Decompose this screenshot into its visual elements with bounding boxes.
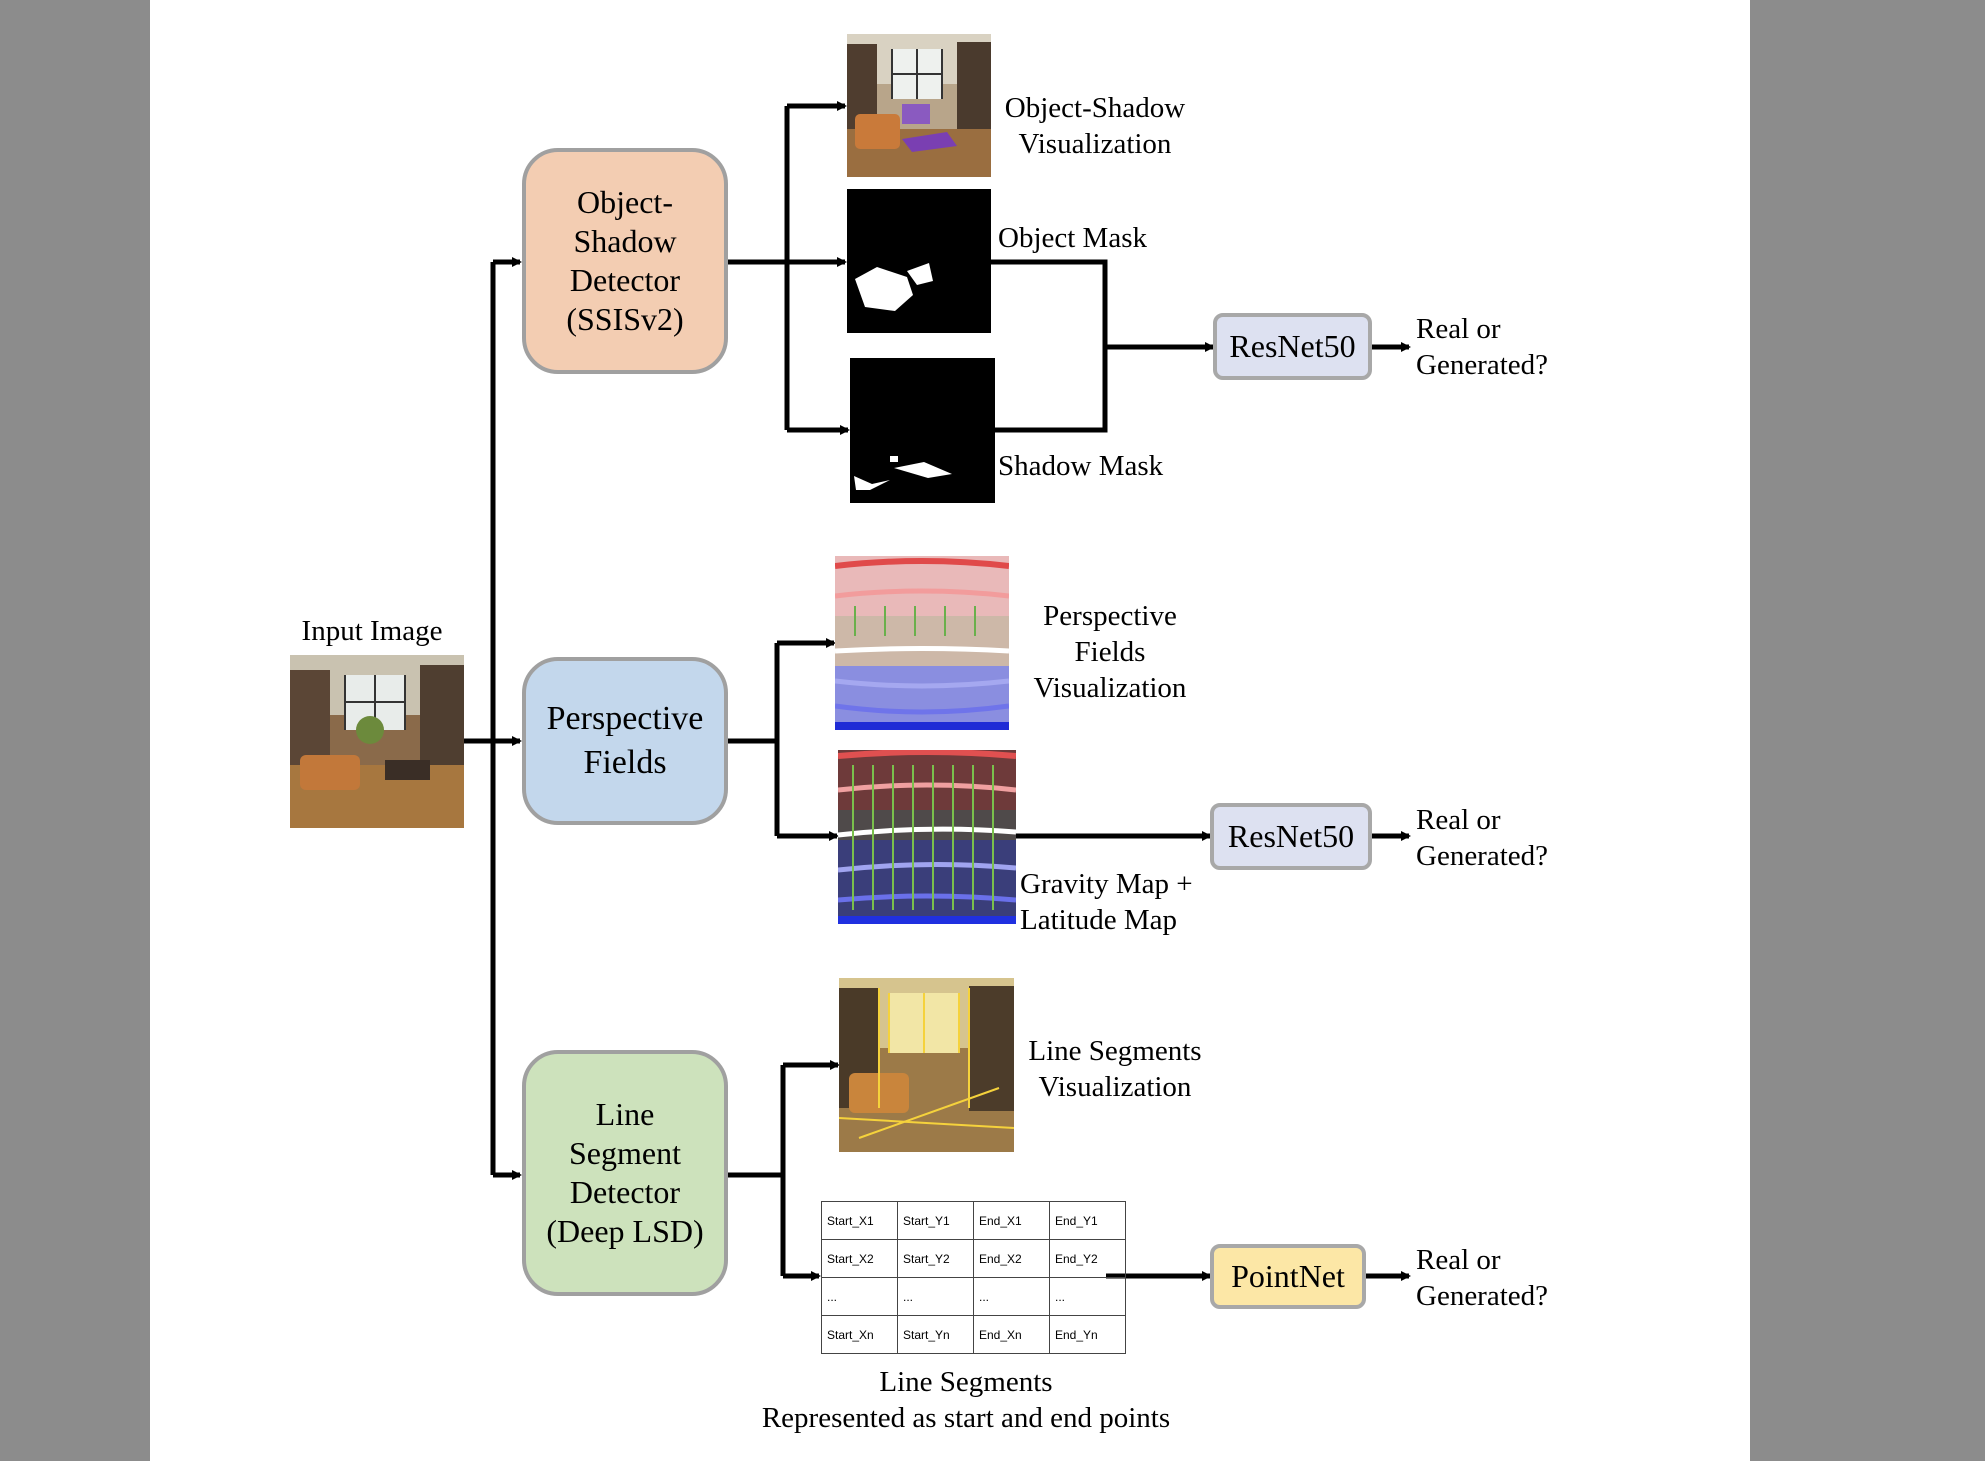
resnet50-label: ResNet50 — [1229, 328, 1356, 364]
shadow-mask-label: Shadow Mask — [998, 450, 1164, 482]
table-cell: ... — [821, 1277, 898, 1316]
input-image — [290, 655, 464, 828]
table-cell: End_X2 — [973, 1239, 1050, 1278]
result-label-bottom: Real or Generated? — [1416, 1244, 1549, 1312]
gravity-latitude-map-label: Gravity Map + Latitude Map — [1020, 868, 1193, 936]
pointnet-label: PointNet — [1231, 1258, 1345, 1294]
table-cell: ... — [1049, 1277, 1126, 1316]
pointnet-box: PointNet — [1210, 1244, 1366, 1309]
table-row: Start_X2 Start_Y2 End_X2 End_Y2 — [821, 1239, 1126, 1278]
table-cell: Start_Xn — [821, 1315, 898, 1354]
resnet50-object-shadow-box: ResNet50 — [1213, 313, 1372, 380]
object-mask-label: Object Mask — [998, 222, 1147, 254]
perspective-fields-label: Perspective Fields — [546, 700, 704, 781]
object-mask-image — [847, 189, 991, 333]
gravity-latitude-map-image — [838, 750, 1016, 924]
line-segments-visualization-label: Line Segments Visualization — [1028, 1035, 1202, 1103]
line-segments-caption: Line Segments Represented as start and e… — [761, 1366, 1171, 1434]
resnet50-label: ResNet50 — [1227, 818, 1355, 854]
table-cell: Start_Yn — [897, 1315, 974, 1354]
perspective-fields-box: Perspective Fields — [522, 657, 728, 825]
table-row: Start_X1 Start_Y1 End_X1 End_Y1 — [821, 1201, 1126, 1240]
table-cell: End_Y2 — [1049, 1239, 1126, 1278]
viewer-margin-right — [1750, 0, 1985, 1461]
object-shadow-visualization-image — [847, 34, 991, 177]
resnet50-perspective-box: ResNet50 — [1210, 803, 1372, 870]
table-row: ... ... ... ... — [821, 1277, 1126, 1316]
result-label-middle: Real or Generated? — [1416, 804, 1549, 872]
table-cell: Start_X2 — [821, 1239, 898, 1278]
object-shadow-visualization-label: Object-Shadow Visualization — [1004, 92, 1186, 160]
table-cell: ... — [897, 1277, 974, 1316]
object-shadow-detector-label: Object- Shadow Detector (SSISv2) — [566, 184, 684, 337]
table-cell: Start_Y2 — [897, 1239, 974, 1278]
perspective-fields-visualization-label: Perspective Fields Visualization — [1033, 600, 1187, 704]
shadow-mask-image — [850, 358, 995, 503]
line-segment-detector-box: Line Segment Detector (Deep LSD) — [522, 1050, 728, 1296]
perspective-fields-visualization-image — [835, 556, 1009, 730]
line-segments-visualization-image — [839, 978, 1014, 1152]
input-image-label: Input Image — [301, 615, 443, 647]
table-cell: End_Y1 — [1049, 1201, 1126, 1240]
table-cell: End_X1 — [973, 1201, 1050, 1240]
line-segments-table: Start_X1 Start_Y1 End_X1 End_Y1 Start_X2… — [821, 1201, 1126, 1354]
viewer-margin-left — [0, 0, 150, 1461]
table-cell: Start_X1 — [821, 1201, 898, 1240]
result-label-top: Real or Generated? — [1416, 313, 1549, 381]
table-cell: End_Yn — [1049, 1315, 1126, 1354]
table-cell: ... — [973, 1277, 1050, 1316]
table-cell: Start_Y1 — [897, 1201, 974, 1240]
object-shadow-detector-box: Object- Shadow Detector (SSISv2) — [522, 148, 728, 374]
table-row: Start_Xn Start_Yn End_Xn End_Yn — [821, 1315, 1126, 1354]
table-cell: End_Xn — [973, 1315, 1050, 1354]
line-segment-detector-label: Line Segment Detector (Deep LSD) — [546, 1096, 704, 1249]
